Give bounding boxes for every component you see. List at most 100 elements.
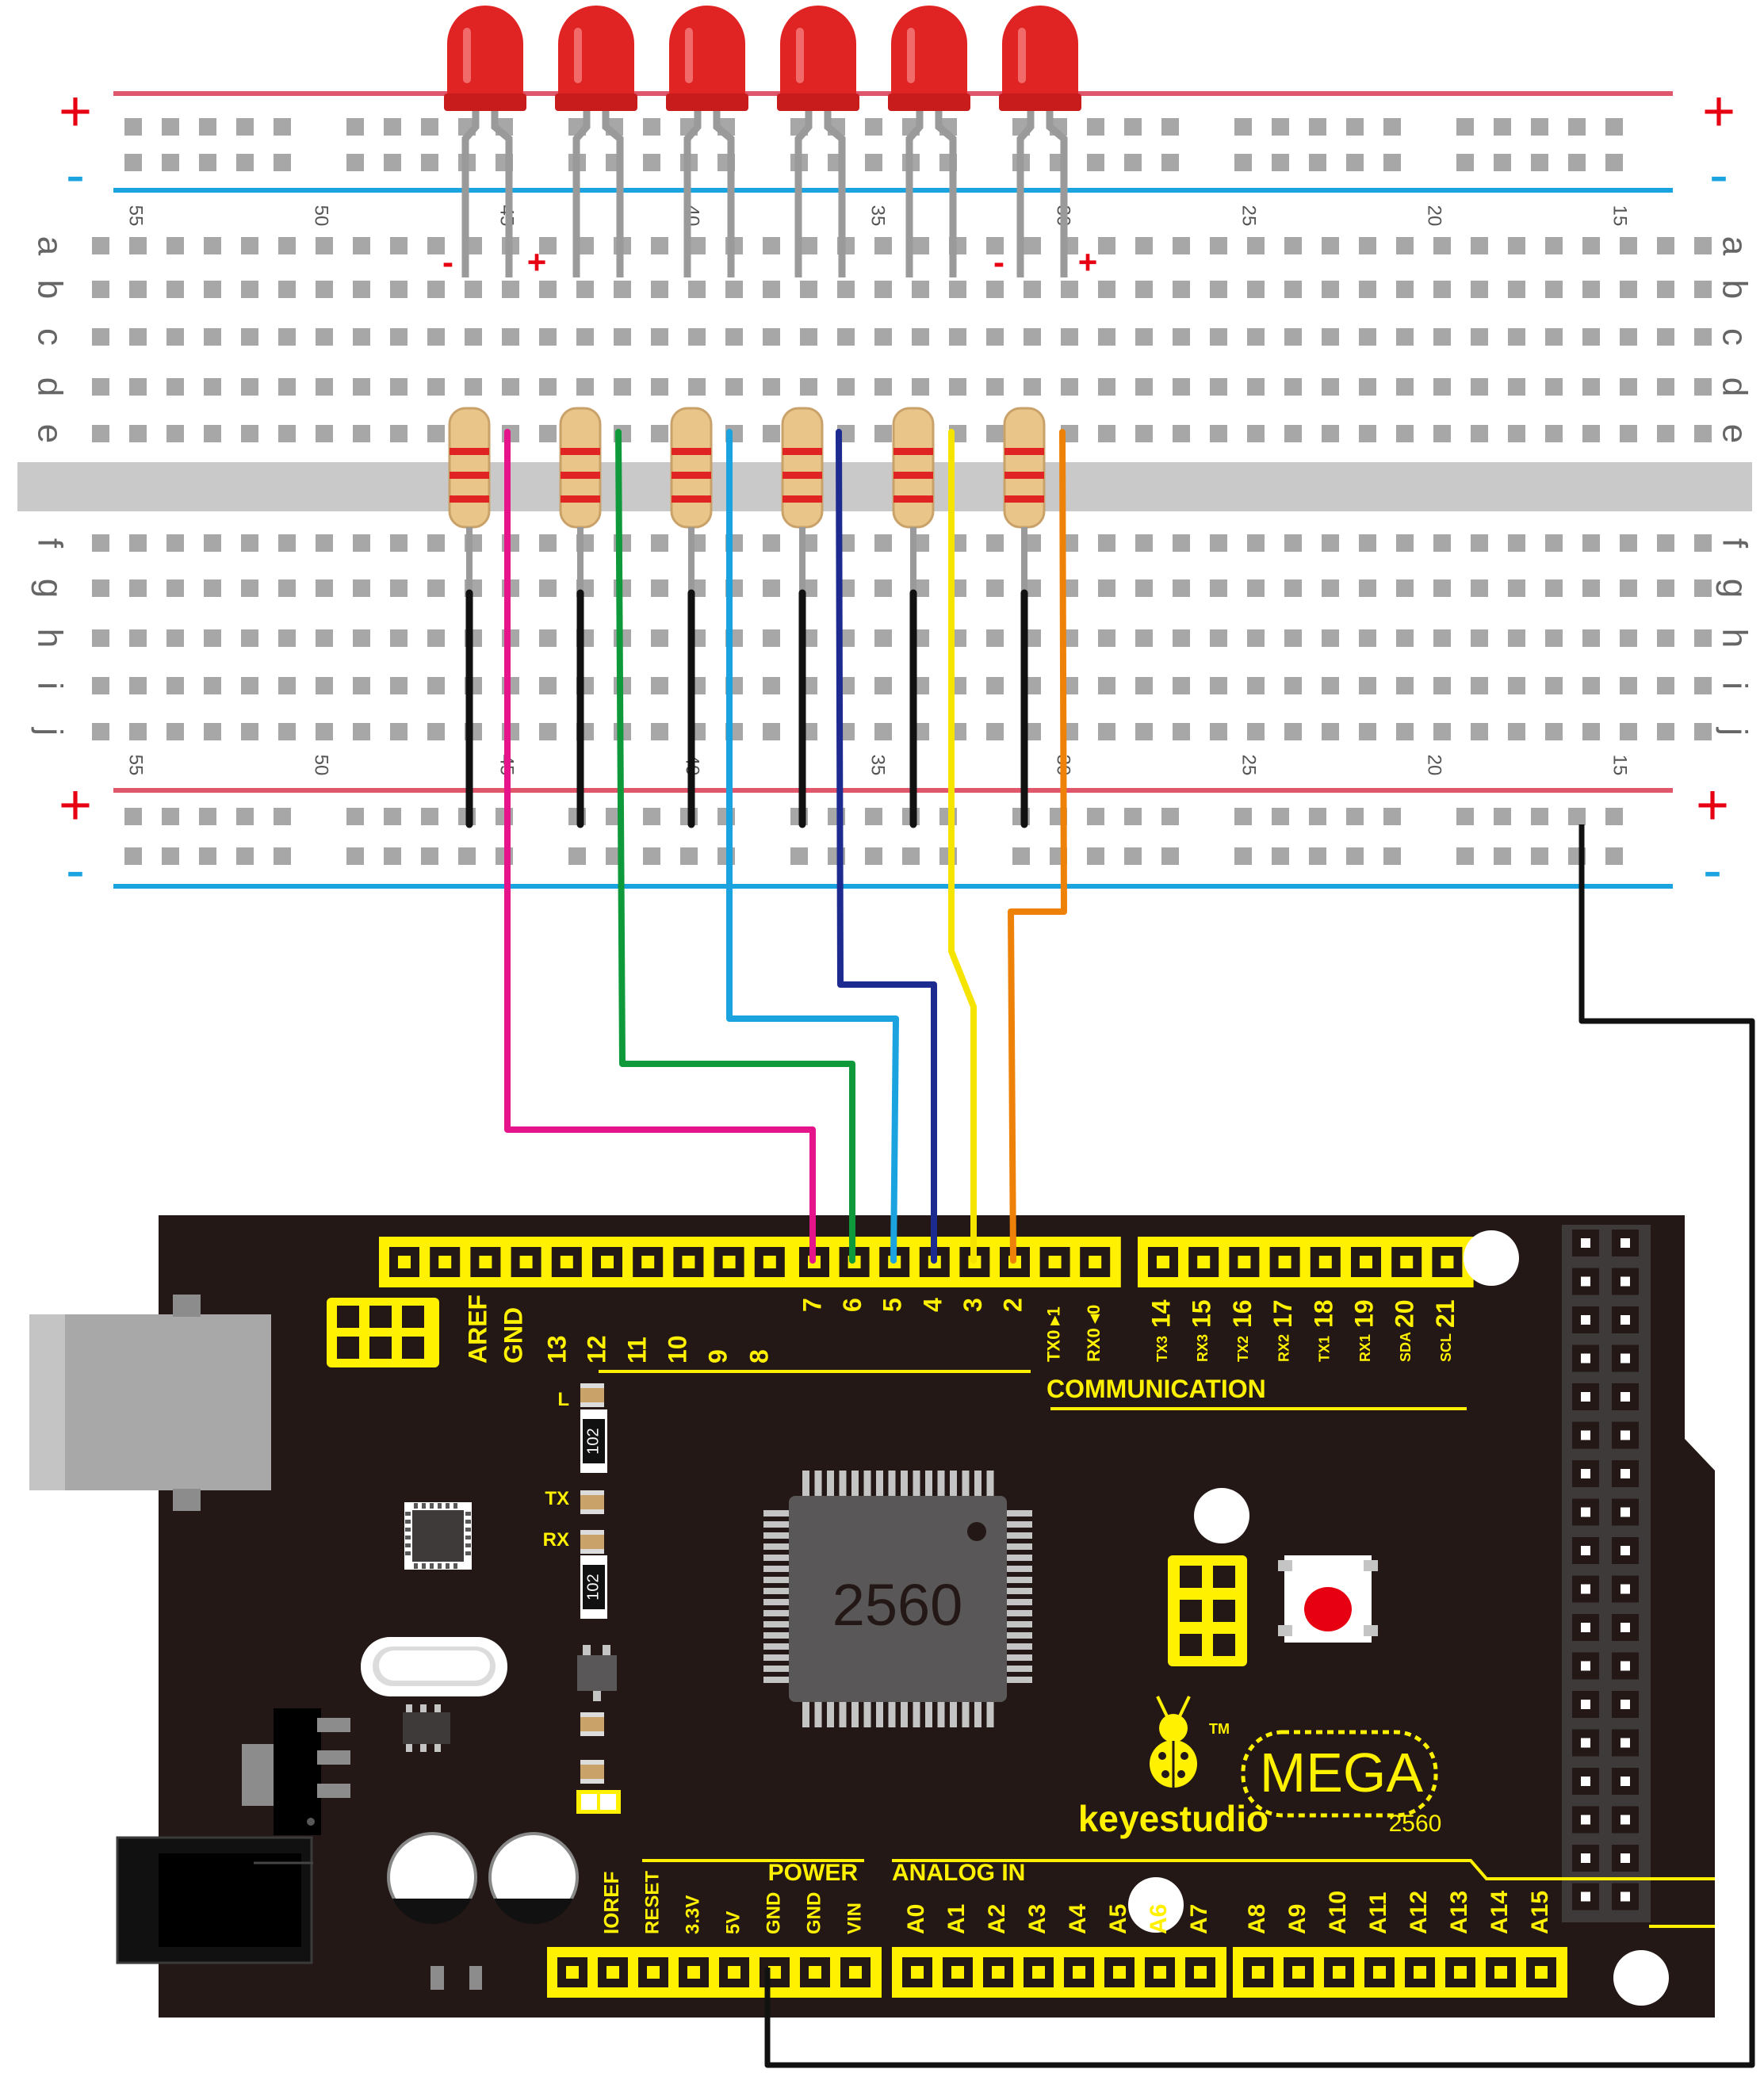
rail-hole: [236, 154, 254, 171]
breadboard-hole: [1508, 579, 1525, 597]
chip-pin: [1007, 1643, 1032, 1650]
led-body: [891, 6, 967, 99]
breadboard-hole: [1471, 579, 1488, 597]
chip-pin: [839, 1702, 847, 1727]
breadboard-hole: [651, 328, 668, 346]
keyestudio-logo: [1150, 1696, 1197, 1788]
rail-hole: [236, 808, 254, 825]
breadboard-hole: [204, 378, 221, 396]
resistor-body: [781, 407, 824, 529]
row-letter-right: g: [1715, 579, 1754, 598]
breadboard-hole: [1024, 534, 1041, 552]
header-pin-hole: [1073, 1966, 1085, 1979]
breadboard-hole: [1284, 629, 1302, 647]
header-pin-hole: [1238, 1256, 1251, 1268]
breadboard-hole: [1135, 378, 1153, 396]
chip-pin: [1007, 1654, 1032, 1661]
led-anode-leg: [491, 103, 513, 277]
breadboard-hole: [278, 237, 296, 254]
breadboard-hole: [1582, 425, 1600, 442]
breadboard-hole: [92, 378, 109, 396]
breadboard-hole: [1173, 378, 1190, 396]
smd-cap-end: [580, 1402, 604, 1407]
rail-hole: [1568, 118, 1586, 136]
resistor-body: [1003, 407, 1046, 529]
header-pin-hole: [398, 1256, 411, 1268]
rail-hole: [384, 118, 401, 136]
led-lead-labels: -+-+: [442, 243, 1097, 281]
led-cathode-leg: [1016, 103, 1035, 277]
breadboard-hole: [1359, 534, 1376, 552]
header-pin-hole: [1581, 1700, 1590, 1709]
breadboard-hole: [1247, 534, 1265, 552]
rail-hole: [384, 847, 401, 865]
chip-pin: [1007, 1621, 1032, 1627]
breadboard-hole: [986, 328, 1004, 346]
chip-pin: [430, 1503, 434, 1509]
breadboard-hole: [1098, 281, 1115, 298]
header-pin-hole: [1581, 1315, 1590, 1325]
resistor-band: [1004, 495, 1044, 503]
rail-hole: [421, 154, 438, 171]
digital-pin-label: 4: [918, 1298, 947, 1312]
usb-connector: [29, 1314, 271, 1490]
breadboard-hole: [576, 328, 594, 346]
header-pin-hole: [1032, 1966, 1045, 1979]
breadboard-hole: [688, 281, 706, 298]
breadboard-hole: [576, 237, 594, 254]
led-highlight: [685, 28, 693, 83]
header-pin-hole: [1621, 1392, 1630, 1402]
breadboard-hole: [353, 425, 370, 442]
power-header: [547, 1947, 882, 1998]
breadboard-hole: [1173, 677, 1190, 694]
breadboard-hole: [390, 534, 408, 552]
chip-pin: [814, 1471, 822, 1496]
led-rim: [999, 94, 1081, 111]
rail-hole: [1494, 154, 1511, 171]
led-highlight: [574, 28, 582, 83]
smd-cap-end: [580, 1731, 604, 1736]
header-pin-hole: [1048, 1256, 1062, 1268]
chip-pin: [1007, 1532, 1032, 1539]
rail-hole: [1124, 118, 1142, 136]
red-led: [999, 6, 1081, 277]
rail-hole: [384, 154, 401, 171]
breadboard-hole: [129, 677, 147, 694]
smd-cap-end: [580, 1760, 604, 1765]
breadboard-hole: [1694, 579, 1712, 597]
header-pin-hole: [1621, 1815, 1630, 1825]
led-plus-label: +: [1078, 243, 1098, 281]
diode: [430, 1966, 482, 1990]
rail-plus-symbol-top-right: +: [1702, 80, 1735, 143]
rail-hole: [1383, 154, 1401, 171]
breadboard-hole: [874, 629, 892, 647]
resistor-band: [893, 448, 933, 455]
signal-wire-pin-6: [615, 429, 855, 1264]
rail-hole: [236, 118, 254, 136]
breadboard-hole: [241, 378, 258, 396]
rail-hole: [199, 847, 216, 865]
chip-pin: [763, 1677, 789, 1683]
smd-transistor-leg: [583, 1645, 591, 1655]
led-highlight: [796, 28, 804, 83]
breadboard-hole: [1433, 677, 1451, 694]
breadboard-hole: [92, 237, 109, 254]
breadboard-hole: [92, 579, 109, 597]
reset-button[interactable]: [1278, 1555, 1378, 1643]
rail-hole: [865, 154, 882, 171]
breadboard-hole: [912, 328, 929, 346]
resistor-band: [672, 472, 711, 479]
breadboard-hole: [1396, 378, 1414, 396]
chip-pin: [763, 1621, 789, 1627]
board-led-label: RX: [543, 1529, 569, 1551]
breadboard-hole: [1433, 281, 1451, 298]
rail-hole: [1272, 847, 1289, 865]
breadboard-hole: [1322, 534, 1339, 552]
breadboard-hole: [874, 425, 892, 442]
chip-pin: [1007, 1610, 1032, 1616]
breadboard-hole: [1210, 579, 1227, 597]
chip-pin: [888, 1702, 896, 1727]
column-number: 55: [125, 205, 147, 227]
rail-hole: [1272, 118, 1289, 136]
